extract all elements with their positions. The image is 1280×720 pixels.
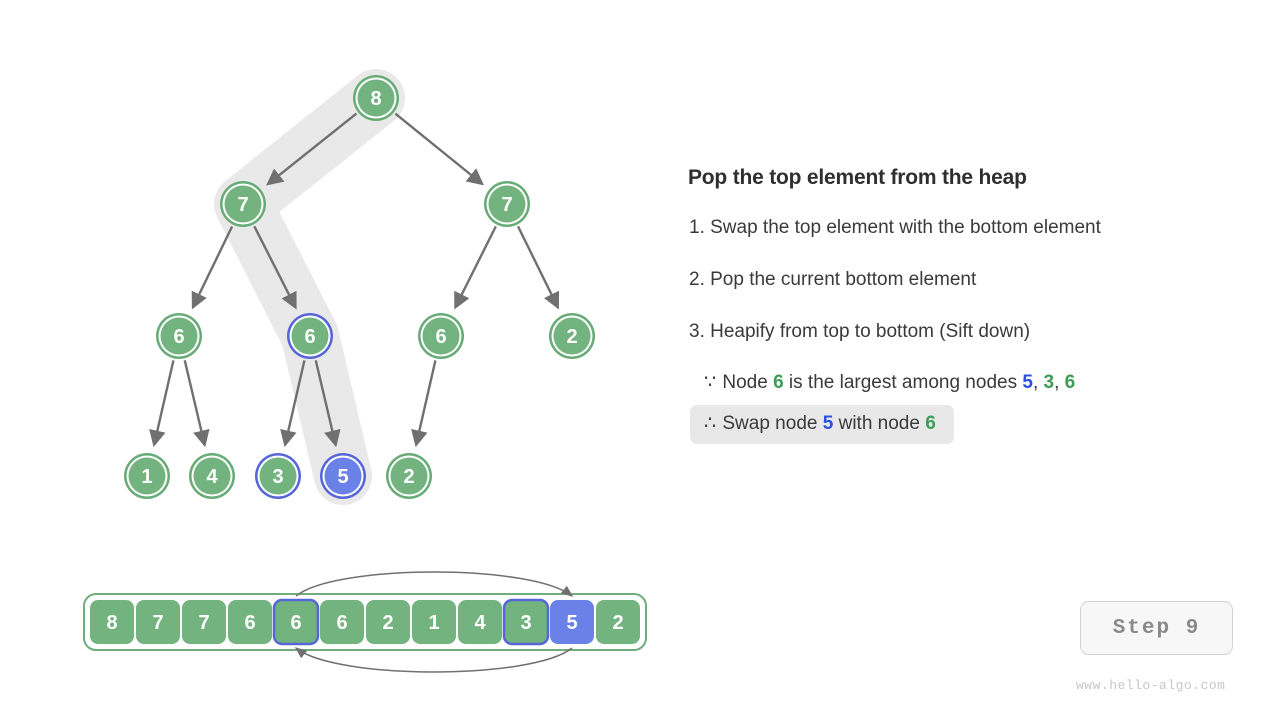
tree-node[interactable]: 4: [189, 453, 235, 499]
tree-node[interactable]: 2: [549, 313, 595, 359]
tree-node[interactable]: 7: [220, 181, 266, 227]
tree-node[interactable]: 5: [320, 453, 366, 499]
page-title: Pop the top element from the heap: [688, 166, 1027, 189]
array-cell-box: [90, 600, 134, 644]
tree-edge: [394, 112, 484, 186]
node-fill: [357, 79, 395, 117]
because-middle-text: is the largest among nodes: [783, 372, 1023, 393]
array-cell-box: [412, 600, 456, 644]
tree-node[interactable]: 6: [156, 313, 202, 359]
therefore-prefix-text: Swap node: [722, 413, 823, 434]
reason-therefore: ∴ Swap node 5 with node 6: [704, 413, 936, 434]
candidate-sep-2: ,: [1054, 372, 1065, 393]
reason-because: ∵ Node 6 is the largest among nodes 5, 3…: [704, 371, 1075, 394]
therefore-from-value: 5: [822, 413, 834, 434]
tree-node[interactable]: 2: [386, 453, 432, 499]
array-cell-box: [228, 600, 272, 644]
step-counter-badge: Step 9: [1080, 601, 1233, 655]
sift-down-path-highlight: [214, 69, 405, 505]
candidate-sep-1: ,: [1032, 372, 1044, 393]
array-cell-box: [182, 600, 226, 644]
description-panel: Pop the top element from the heap 1. Swa…: [688, 0, 1248, 720]
node-fill: [553, 317, 591, 355]
because-prefix-text: Node: [722, 372, 774, 393]
array-cell-box: [458, 600, 502, 644]
swap-arrow-backward: [294, 647, 573, 673]
candidate-value-2: 3: [1043, 372, 1055, 393]
tree-edge: [280, 360, 306, 448]
tree-edge: [454, 225, 497, 310]
tree-node[interactable]: 6: [287, 313, 333, 359]
node-fill: [488, 185, 526, 223]
array-cell-box: [272, 598, 320, 646]
array-cell-box: [596, 600, 640, 644]
array-swap-arrows: [294, 571, 574, 673]
node-fill: [259, 457, 297, 495]
node-fill: [422, 317, 460, 355]
tree-node[interactable]: 1: [124, 453, 170, 499]
node-fill: [160, 317, 198, 355]
tree-edge: [253, 225, 297, 310]
array-cell-box: [502, 598, 550, 646]
node-fill: [324, 457, 362, 495]
array-cell[interactable]: 1: [412, 600, 456, 644]
tree-node[interactable]: 3: [255, 453, 301, 499]
array-cell-box: [366, 600, 410, 644]
array-cell[interactable]: 2: [366, 600, 410, 644]
array-cell[interactable]: 8: [90, 600, 134, 644]
swap-arrow-forward: [295, 571, 574, 597]
tree-edge: [183, 360, 210, 448]
array-cell[interactable]: 2: [596, 600, 640, 644]
conclusion-highlight-box: ∴ Swap node 5 with node 6: [690, 405, 954, 444]
array-cell[interactable]: 5: [550, 600, 594, 644]
array-cell[interactable]: 4: [458, 600, 502, 644]
highlight-path-stroke: [214, 69, 405, 505]
instruction-step-1: 1. Swap the top element with the bottom …: [689, 217, 1101, 238]
node-fill: [224, 185, 262, 223]
tree-node[interactable]: 7: [484, 181, 530, 227]
watermark-text: www.hello-algo.com: [1076, 678, 1226, 693]
array-cell-box: [136, 600, 180, 644]
instruction-step-2: 2. Pop the current bottom element: [689, 269, 977, 290]
instruction-step-3: 3. Heapify from top to bottom (Sift down…: [689, 321, 1031, 342]
array-cell[interactable]: 7: [136, 600, 180, 644]
tree-edge: [266, 112, 358, 186]
array-cell[interactable]: 6: [228, 600, 272, 644]
array-cell[interactable]: 6: [320, 600, 364, 644]
because-symbol: ∵: [704, 372, 718, 393]
node-fill: [193, 457, 231, 495]
candidate-value-1: 5: [1022, 372, 1033, 393]
tree-edges: [149, 112, 560, 448]
tree-edge: [191, 225, 234, 310]
therefore-to-value: 6: [925, 413, 936, 434]
tree-node[interactable]: 8: [353, 75, 399, 121]
tree-node[interactable]: 6: [418, 313, 464, 359]
therefore-middle-text: with node: [833, 413, 926, 434]
node-fill: [390, 457, 428, 495]
candidate-value-3: 6: [1064, 372, 1076, 393]
node-fill: [291, 317, 329, 355]
therefore-symbol: ∴: [704, 413, 718, 434]
tree-edge: [149, 360, 175, 448]
array-cell[interactable]: 6: [272, 598, 320, 646]
because-node-value: 6: [773, 372, 784, 393]
tree-edge: [516, 225, 560, 310]
node-fill: [128, 457, 166, 495]
array-cell-box: [320, 600, 364, 644]
array-container-border: [83, 593, 647, 651]
array-cell[interactable]: 3: [502, 598, 550, 646]
array-cell[interactable]: 7: [182, 600, 226, 644]
tree-edge: [314, 360, 341, 448]
array-cell-box: [550, 600, 594, 644]
tree-edge: [411, 360, 437, 448]
